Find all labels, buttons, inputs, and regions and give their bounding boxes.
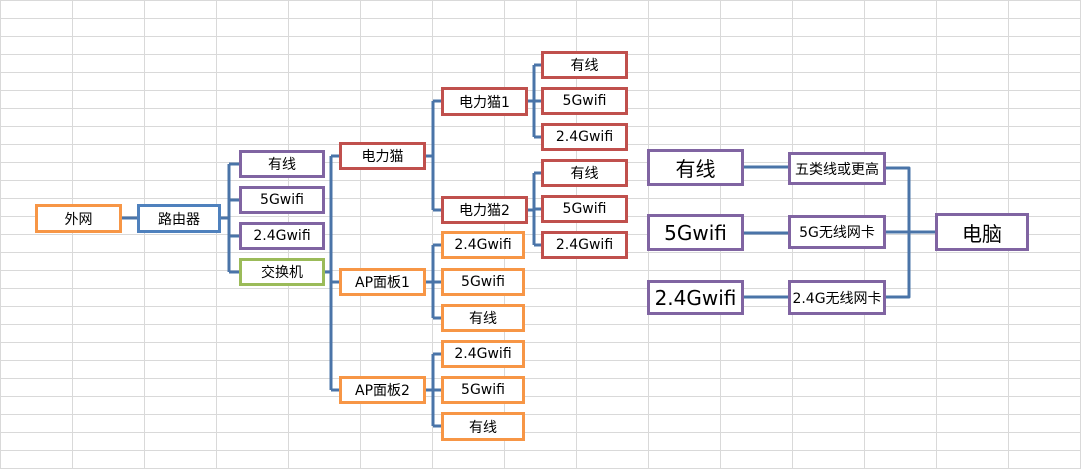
router-node: 路由器	[137, 204, 221, 233]
ap-panel-2-wired-node: 有线	[441, 412, 525, 441]
link-switch-branches	[325, 154, 339, 392]
ap-panel-1-5g-wifi-node: 5Gwifi	[441, 268, 525, 296]
router-24g-wifi-node: 2.4Gwifi	[239, 222, 325, 250]
powerline-1-24g-wifi-node: 2.4Gwifi	[541, 123, 628, 151]
pc-wired-node: 有线	[647, 149, 744, 186]
powerline-2-5g-wifi-node: 5Gwifi	[541, 195, 628, 223]
pc-24g-wifi-node: 2.4Gwifi	[647, 280, 744, 315]
powerline-1-5g-wifi-node: 5Gwifi	[541, 87, 628, 115]
powerline-1-wired-node: 有线	[541, 51, 628, 79]
ap-panel-1-wired-node: 有线	[441, 304, 525, 332]
link-powerline1-children	[528, 63, 541, 139]
external-network-node: 外网	[35, 204, 122, 233]
pc-5g-wifi-node: 5Gwifi	[647, 214, 744, 251]
ap-panel-2-5g-wifi-node: 5Gwifi	[441, 376, 525, 404]
wifi-card-24g-node: 2.4G无线网卡	[788, 280, 886, 315]
link-powerline-branches	[426, 99, 441, 212]
powerline-2-wired-node: 有线	[541, 159, 628, 187]
link-adapters-computer	[886, 166, 935, 299]
link-ap1-children	[426, 243, 441, 320]
powerline-node: 电力猫	[339, 142, 426, 170]
ap-panel-2-node: AP面板2	[339, 376, 426, 404]
wifi-card-5g-node: 5G无线网卡	[788, 215, 886, 249]
ap-panel-1-node: AP面板1	[339, 268, 426, 296]
ap-panel-1-24g-wifi-node: 2.4Gwifi	[441, 231, 525, 259]
router-wired-node: 有线	[239, 150, 325, 178]
powerline-1-node: 电力猫1	[441, 87, 528, 116]
link-router-children	[221, 162, 239, 274]
powerline-2-node: 电力猫2	[441, 196, 528, 224]
link-ap2-children	[426, 352, 441, 428]
switch-node: 交换机	[239, 258, 325, 286]
link-powerline2-children	[528, 171, 541, 247]
router-5g-wifi-node: 5Gwifi	[239, 186, 325, 214]
ethernet-cable-node: 五类线或更高	[788, 152, 886, 185]
powerline-2-24g-wifi-node: 2.4Gwifi	[541, 231, 628, 259]
computer-node: 电脑	[935, 213, 1029, 251]
ap-panel-2-24g-wifi-node: 2.4Gwifi	[441, 340, 525, 368]
